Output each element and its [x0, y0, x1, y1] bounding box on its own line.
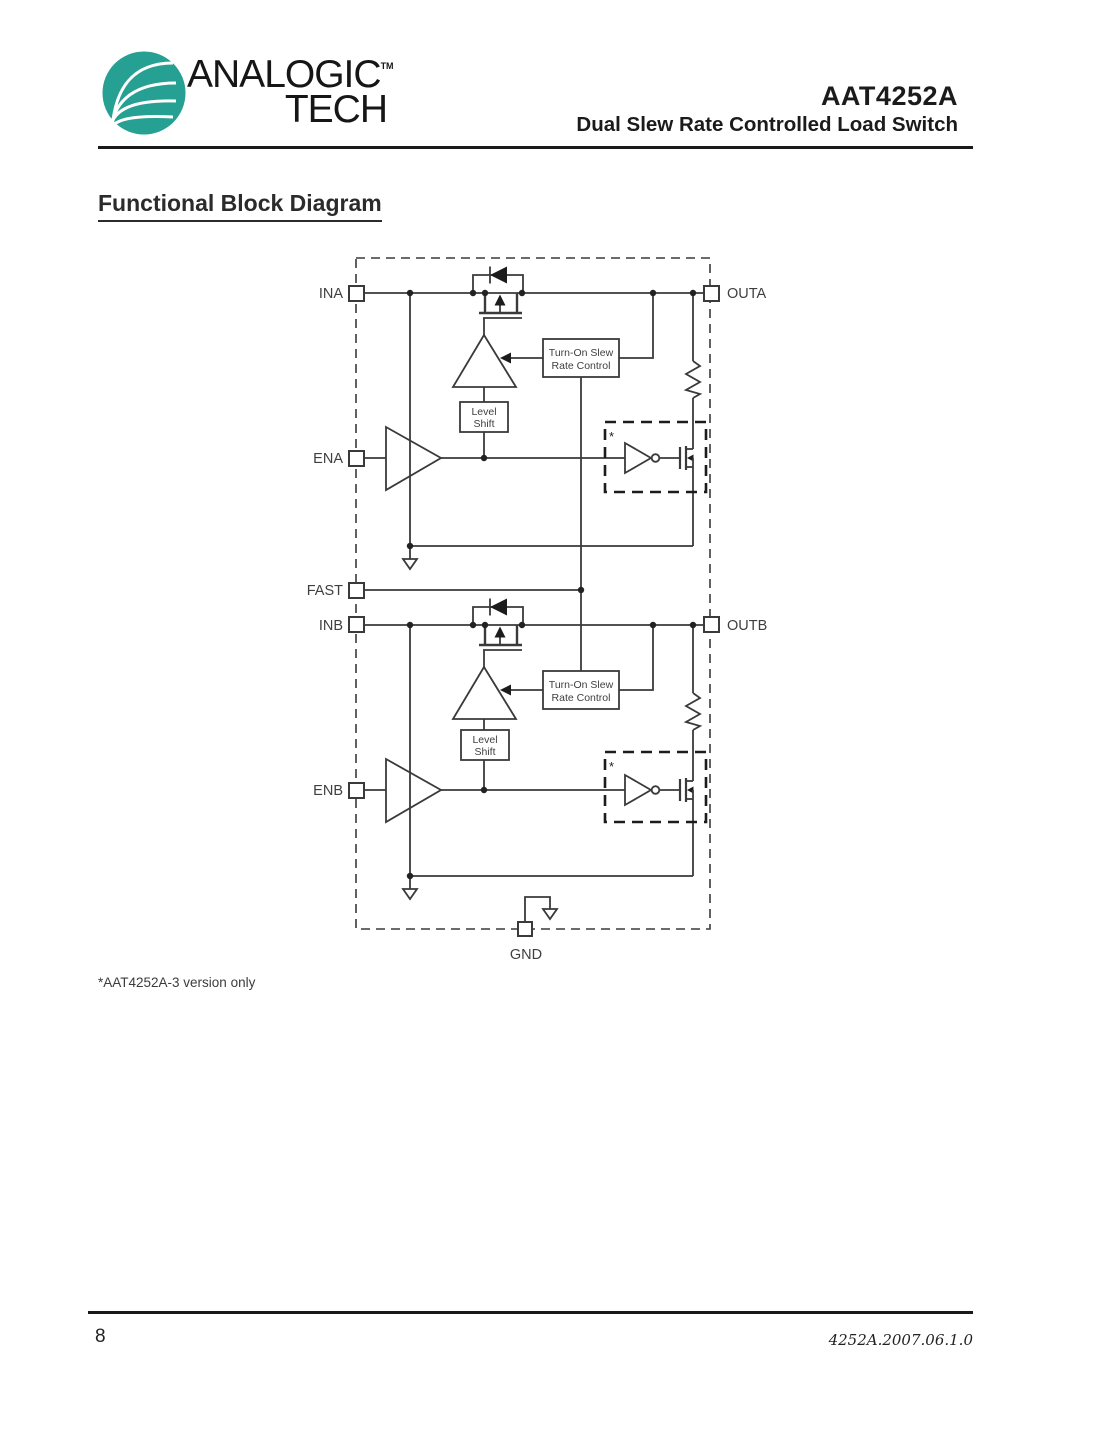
document-code: 4252A.2007.06.1.0: [828, 1331, 973, 1349]
pin-gnd: [517, 921, 533, 937]
nmos-body-arrow-b: [687, 786, 694, 794]
channel-b: [364, 598, 708, 901]
level-shift-box-b: [460, 729, 510, 761]
enable-buffer-a: [385, 425, 443, 492]
asterisk-marker-b: *: [609, 759, 614, 774]
junctions-b: [406, 621, 697, 880]
slew-arrow-b: [500, 684, 511, 696]
asterisk-marker-a: *: [609, 429, 614, 444]
logo-analogic-text: ANALOGIC: [187, 53, 382, 96]
footer-rule: [88, 1311, 973, 1314]
wire-sense-a: [619, 293, 654, 359]
fast-discharge-block-a: [603, 420, 708, 494]
inverter-bubble-a: [650, 453, 661, 463]
level-shift-label-a1: Level: [471, 406, 496, 418]
pin-label-ina: INA: [319, 286, 344, 302]
channel-a: [364, 266, 708, 571]
inverter-b: [624, 773, 653, 807]
slew-arrow-a: [500, 352, 511, 364]
inverter-bubble-b: [650, 785, 661, 795]
fast-net: [364, 377, 585, 671]
bleed-resistor-b: [683, 692, 703, 731]
pin-ena: [348, 450, 365, 467]
pin-ina: [348, 285, 365, 302]
header-rule: [98, 146, 973, 149]
logo-tech: TECH: [284, 88, 388, 131]
pin-label-ena: ENA: [313, 451, 343, 467]
wire-sense-b: [619, 625, 654, 691]
page-number: 8: [95, 1326, 106, 1347]
ground-arrow-gnd: [541, 908, 559, 921]
ground-arrow-b: [401, 888, 419, 901]
pin-inb: [348, 616, 365, 633]
pmos-body-arrow-a: [494, 294, 506, 306]
pin-label-enb: ENB: [313, 783, 343, 799]
pin-label-inb: INB: [319, 618, 343, 634]
gnd-net: [524, 896, 559, 922]
logo-circle: [102, 51, 186, 135]
logo-analogic: ANALOGICTM: [187, 53, 394, 96]
slew-control-box-b: [542, 670, 620, 710]
inverter-a: [624, 441, 653, 475]
body-diode-b: [490, 598, 507, 616]
slew-control-label-a1: Turn-On Slew: [549, 347, 614, 359]
junctions-a: [406, 289, 697, 550]
pin-enb: [348, 782, 365, 799]
pin-outa: [703, 285, 720, 302]
document-subtitle: Dual Slew Rate Controlled Load Switch: [576, 113, 958, 136]
slew-control-label-a2: Rate Control: [552, 360, 611, 372]
bleed-resistor-a: [683, 360, 703, 399]
slew-control-label-b1: Turn-On Slew: [549, 679, 614, 691]
fast-discharge-block-b: [603, 750, 708, 824]
pmos-body-arrow-b: [494, 626, 506, 638]
pin-label-outb: OUTB: [727, 618, 767, 634]
analogictech-logo-icon: [102, 51, 186, 135]
part-number: AAT4252A: [820, 81, 958, 111]
ground-arrow-a: [401, 558, 419, 571]
level-shift-label-b2: Shift: [474, 746, 495, 758]
nmos-body-arrow-a: [687, 454, 694, 462]
level-shift-label-b1: Level: [472, 734, 497, 746]
pins: [348, 285, 720, 937]
logo-wordmark: ANALOGICTM TECH: [187, 53, 394, 131]
pin-label-outa: OUTA: [727, 286, 767, 302]
footnote: *AAT4252A-3 version only: [98, 975, 256, 990]
body-diode-a: [490, 266, 507, 284]
wire-gnd: [524, 896, 551, 922]
level-shift-label-a2: Shift: [473, 418, 494, 430]
level-shift-box-a: [459, 401, 509, 433]
pin-label-fast: FAST: [307, 583, 343, 599]
trademark-symbol: TM: [380, 61, 394, 71]
slew-control-label-b2: Rate Control: [552, 692, 611, 704]
pin-outb: [703, 616, 720, 633]
logo-leaf-curves: [108, 61, 177, 132]
page-title: Functional Block Diagram: [98, 190, 382, 222]
document-header: AAT4252A Dual Slew Rate Controlled Load …: [576, 82, 958, 138]
pin-fast: [348, 582, 365, 599]
pin-label-gnd: GND: [510, 947, 542, 963]
enable-buffer-b: [385, 757, 443, 824]
